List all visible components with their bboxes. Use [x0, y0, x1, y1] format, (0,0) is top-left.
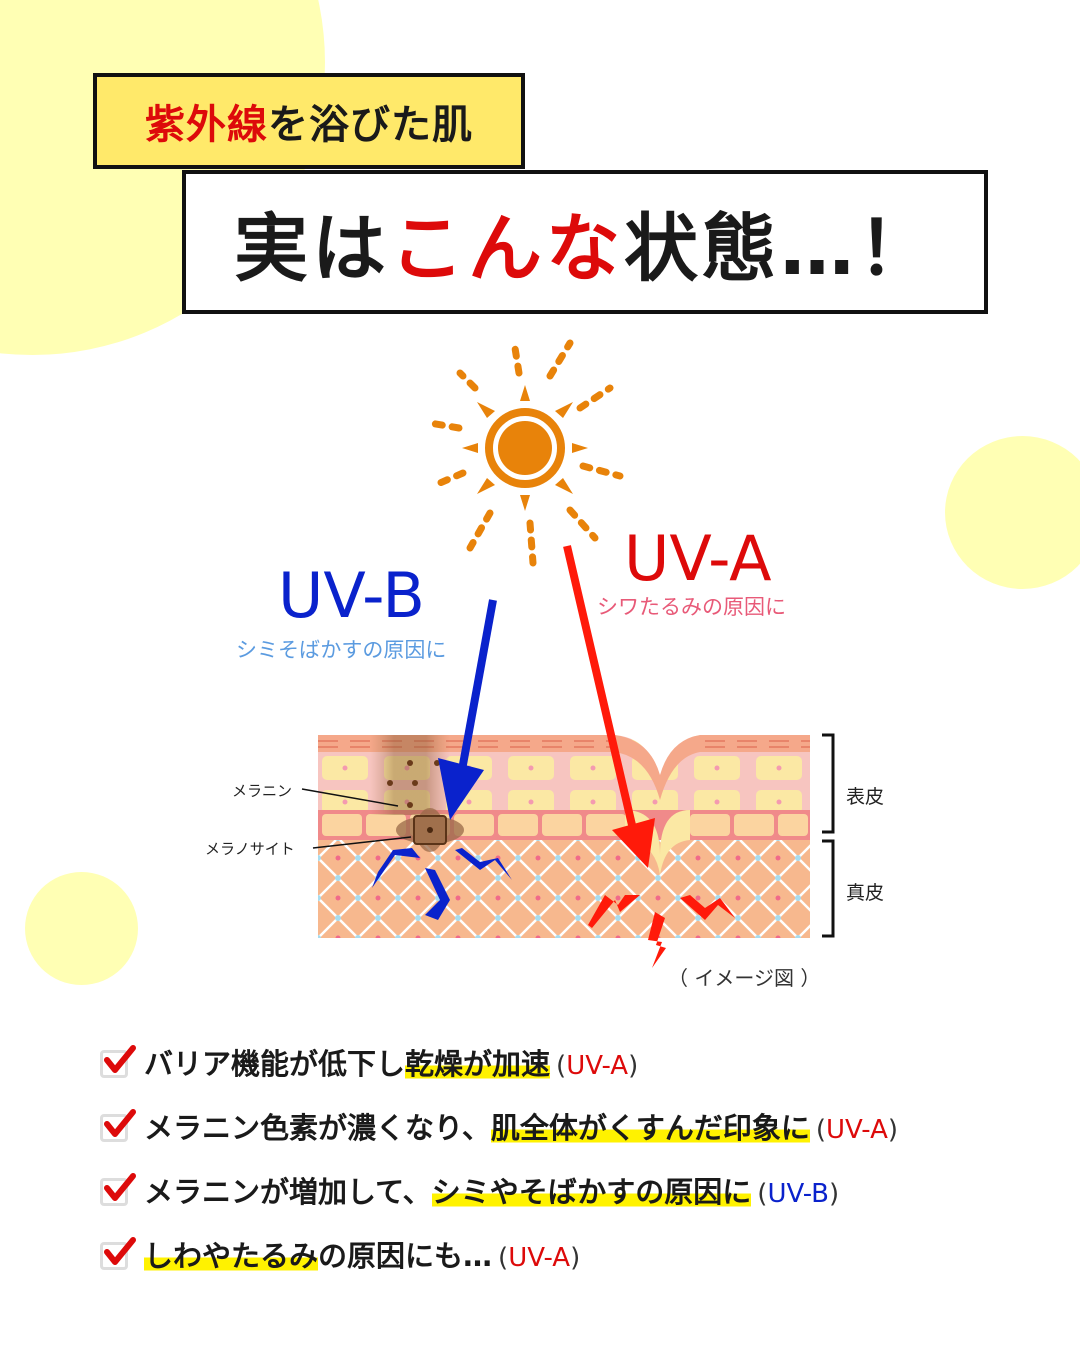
uv-tag: UV-A — [826, 1115, 888, 1145]
melanocyte-label: メラノサイト — [205, 840, 295, 858]
image-note: （ イメージ図 ） — [668, 966, 821, 990]
item-highlight: 乾燥が加速 — [405, 1047, 551, 1081]
dermis-label: 真皮 — [846, 882, 885, 904]
title-part-2: 状態…！ — [624, 205, 936, 292]
uvb-subtitle: シミそばかすの原因に — [236, 638, 447, 662]
item-text: メラニンが増加して、 — [144, 1175, 432, 1209]
title-highlight: こんな — [390, 205, 624, 292]
uvb-title: UV-B — [278, 559, 425, 632]
subtitle-label: 紫外線を浴びた肌 — [93, 73, 525, 169]
decorative-circle-bottom-left — [25, 872, 138, 985]
uv-tag: UV-A — [508, 1243, 571, 1273]
skin-uv-diagram — [301, 339, 835, 968]
checklist-item: バリア機能が低下し乾燥が加速(UV-A) — [100, 1030, 898, 1094]
item-highlight: シミやそばかすの原因に — [431, 1175, 752, 1209]
epidermis-label: 表皮 — [846, 786, 885, 808]
checklist-item: メラニンが増加して、シミやそばかすの原因に(UV-B) — [100, 1158, 898, 1222]
subtitle-highlight: 紫外線 — [145, 102, 268, 148]
uva-subtitle: シワたるみの原因に — [597, 595, 786, 619]
checkbox-checked-icon — [100, 1237, 136, 1270]
subtitle-text: を浴びた肌 — [268, 102, 473, 148]
item-highlight: しわやたるみ — [144, 1239, 319, 1273]
uvb-lightning-icon — [372, 848, 512, 920]
checkbox-checked-icon — [100, 1173, 136, 1206]
title-part-1: 実は — [234, 205, 390, 292]
item-highlight: 肌全体がくすんだ印象に — [490, 1111, 810, 1145]
checklist-item: メラニン色素が濃くなり、肌全体がくすんだ印象に(UV-A) — [100, 1094, 898, 1158]
item-text: メラニン色素が濃くなり、 — [144, 1111, 491, 1145]
uva-title: UV-A — [624, 522, 772, 595]
uvb-arrow — [438, 599, 497, 820]
effects-checklist: バリア機能が低下し乾燥が加速(UV-A) メラニン色素が濃くなり、肌全体がくすん… — [100, 1030, 898, 1286]
uva-lightning-icon — [588, 895, 735, 968]
uv-tag: UV-A — [566, 1051, 629, 1081]
melanin-label: メラニン — [232, 782, 293, 800]
decorative-circle-right — [945, 436, 1080, 589]
sun-icon — [426, 339, 624, 567]
checkbox-checked-icon — [100, 1045, 136, 1078]
uva-arrow — [563, 545, 655, 868]
melanocyte-illustration — [396, 808, 464, 852]
item-text: バリア機能が低下し — [144, 1047, 406, 1081]
checklist-item: しわやたるみの原因にも…(UV-A) — [100, 1222, 898, 1286]
uv-tag: UV-B — [767, 1179, 830, 1209]
page-title: 実はこんな状態…！ — [182, 170, 988, 314]
checkbox-checked-icon — [100, 1109, 136, 1142]
skin-cross-section — [318, 735, 810, 938]
item-text-after: の原因にも… — [318, 1239, 493, 1273]
